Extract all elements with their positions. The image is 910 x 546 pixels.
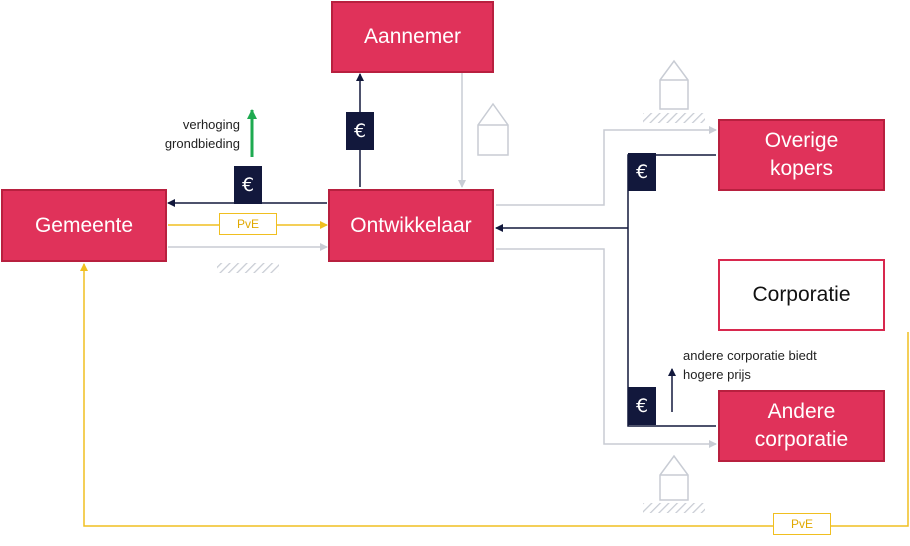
gemeente-node: Gemeente: [1, 189, 167, 262]
pve-tag: PvE: [219, 213, 277, 235]
euro-badge: €: [628, 387, 656, 425]
verhoging-grondbieding-note: verhoging grondbieding: [164, 117, 240, 151]
pve-tag: PvE: [773, 513, 831, 535]
overige-kopers-node: Overige kopers: [718, 119, 885, 191]
andere-corporatie-label: Andere corporatie: [754, 400, 849, 451]
aannemer-label: Aannemer: [364, 25, 461, 48]
ontwikkelaar-label: Ontwikkelaar: [350, 213, 472, 237]
andere-corporatie-node: Andere corporatie: [718, 390, 885, 462]
gemeente-label: Gemeente: [34, 213, 134, 237]
house-icon: [659, 59, 689, 110]
overige-kopers-label: Overige kopers: [764, 129, 839, 180]
land-hatch-icon: [643, 503, 705, 513]
corporatie-label: Corporatie: [752, 283, 851, 306]
house-icon: [659, 454, 689, 501]
land-hatch-icon: [643, 113, 705, 123]
house-icon: [477, 102, 509, 156]
euro-badge: €: [234, 166, 262, 204]
euro-badge: €: [628, 153, 656, 191]
land-hatch-icon: [217, 263, 279, 273]
corporatie-node: Corporatie: [718, 259, 885, 331]
product-flows: [168, 73, 717, 448]
aannemer-node: Aannemer: [331, 1, 494, 73]
andere-corporatie-biedt-note: andere corporatie biedt hogere prijs: [683, 348, 817, 382]
ontwikkelaar-node: Ontwikkelaar: [328, 189, 494, 262]
euro-badge: €: [346, 112, 374, 150]
